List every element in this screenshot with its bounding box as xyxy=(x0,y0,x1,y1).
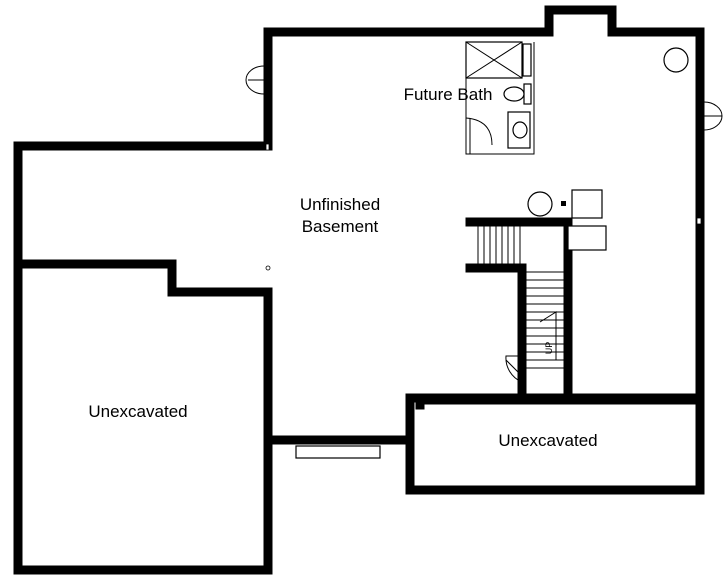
wall-marker xyxy=(265,143,270,151)
stair-inner-wall xyxy=(465,263,527,397)
left-exterior-wall xyxy=(13,141,415,575)
mechanical-marker xyxy=(561,201,566,206)
future-bath-area xyxy=(465,41,535,155)
window-left-wall xyxy=(245,65,265,95)
furnace-base-icon xyxy=(567,225,607,251)
unexcavated-left-divider-wall xyxy=(13,259,273,445)
room-label-future-bath: Future Bath xyxy=(404,85,493,104)
stairs xyxy=(477,226,564,383)
stair-wall xyxy=(465,217,573,397)
water-heater-icon xyxy=(527,191,553,217)
room-label-unexcavated-left: Unexcavated xyxy=(88,402,187,421)
basement-window-bottom xyxy=(295,445,381,459)
room-label-unexcavated-right: Unexcavated xyxy=(498,431,597,450)
wall-marker xyxy=(696,217,702,225)
furnace-icon xyxy=(571,189,603,219)
room-label-unfinished: Unfinished xyxy=(300,195,380,214)
sump-pit-icon xyxy=(663,47,689,73)
exterior-wall xyxy=(13,5,705,400)
floor-drain-icon xyxy=(265,265,271,271)
sink-icon xyxy=(512,121,528,139)
window-right-wall xyxy=(703,101,723,131)
stair-direction-label: UP xyxy=(544,342,554,355)
toilet-tank-icon xyxy=(523,83,532,105)
room-label-basement: Basement xyxy=(302,217,379,236)
toilet-icon xyxy=(503,86,525,102)
